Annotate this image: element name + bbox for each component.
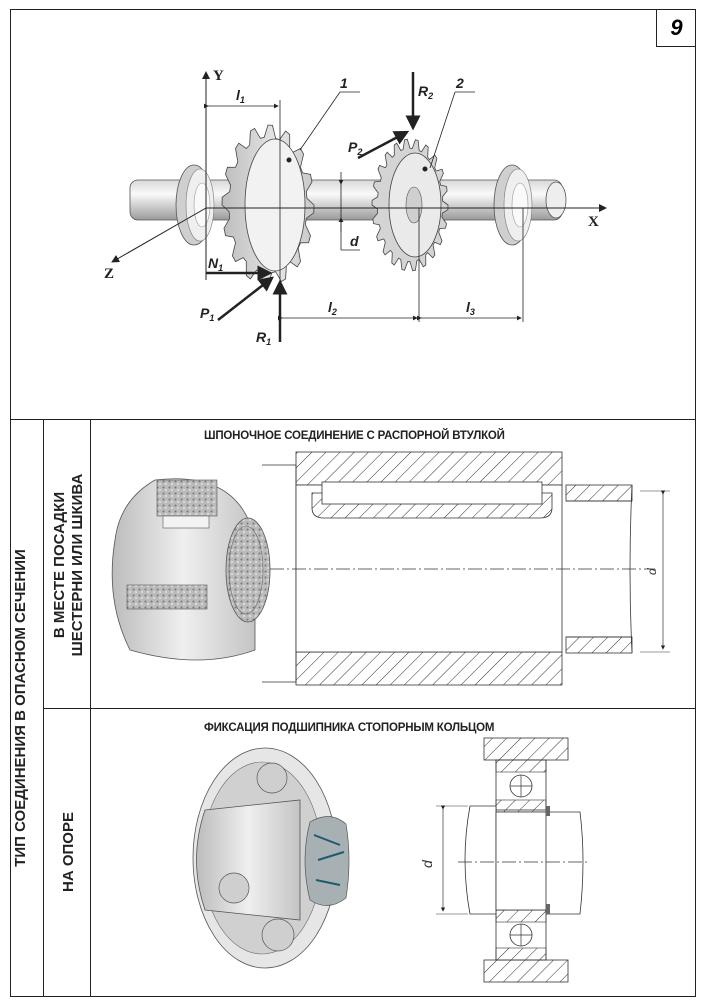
force-N1-label: N1 (208, 255, 223, 273)
z-axis-label: Z (104, 266, 114, 282)
shaft-end (545, 181, 567, 219)
key-joint-3d-view (111, 478, 271, 661)
gear-2 (371, 138, 449, 272)
row1-title: ШПОНОЧНОЕ СОЕДИНЕНИЕ С РАСПОРНОЙ ВТУЛКОЙ (204, 430, 505, 442)
part-label-2: 2 (455, 75, 464, 91)
force-R2-label: R2 (418, 83, 433, 101)
force-P1 (217, 276, 274, 321)
dim-l3-label: l3 (466, 299, 475, 317)
right-bearing (493, 164, 533, 246)
sheet-frame (10, 9, 696, 997)
shaft-load-diagram-panel (10, 9, 696, 420)
shaft-diagram: Y X Z 1 2 l1 l2 l3 d N1 P1 R1 R2 P2 (104, 68, 607, 347)
dim-l1-label: l1 (236, 87, 245, 105)
y-axis-label: Y (213, 68, 224, 84)
x-axis-label: X (588, 214, 599, 230)
key-joint-section-view (262, 451, 670, 686)
part-label-1: 1 (340, 75, 348, 91)
dim-l2-label: l2 (328, 299, 337, 317)
sheet-number: 9 (656, 9, 696, 47)
gear-1 (221, 124, 315, 286)
z-axis (111, 207, 207, 263)
row1-dim-label: d (645, 568, 659, 575)
force-R1-label: R1 (256, 329, 271, 347)
row2-title: ФИКСАЦИЯ ПОДШИПНИКА СТОПОРНЫМ КОЛЬЦОМ (204, 722, 495, 734)
row2-dim-label: d (419, 859, 435, 868)
force-P2 (357, 130, 410, 160)
force-P1-label: P1 (200, 305, 214, 323)
row-group-label-column (10, 420, 44, 997)
row-divider (44, 708, 696, 709)
bearing-3d-view (192, 747, 350, 969)
bearing-section-view (436, 737, 590, 983)
dim-d-label: d (350, 233, 359, 249)
force-P2-label: P2 (348, 139, 362, 157)
